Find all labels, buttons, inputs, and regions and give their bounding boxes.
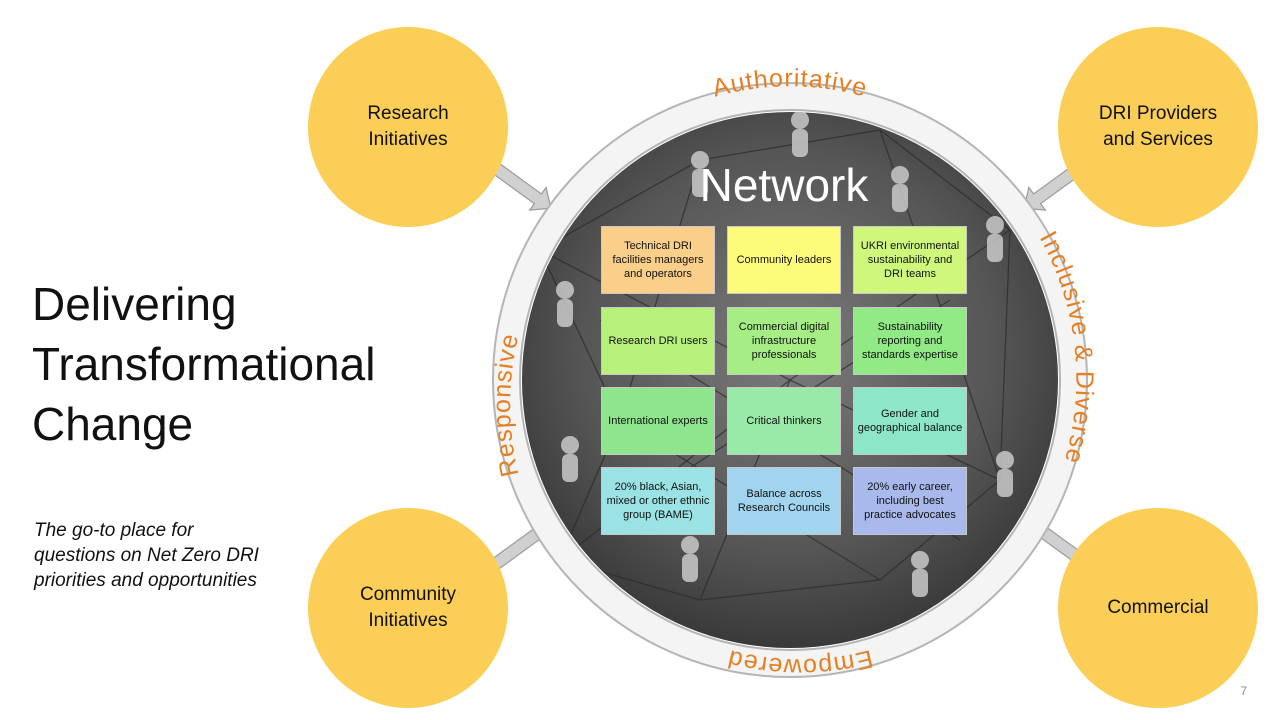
network-cell: Research DRI users bbox=[601, 307, 715, 375]
node-label-research: Research Initiatives bbox=[367, 103, 449, 150]
node-dri-providers: DRI Providers and Services bbox=[1058, 27, 1258, 227]
network-cell: 20% black, Asian, mixed or other ethnic … bbox=[601, 467, 715, 535]
node-label-community: Community Initiatives bbox=[359, 584, 457, 631]
node-label-commercial: Commercial bbox=[1107, 597, 1209, 618]
page-number: 7 bbox=[1240, 684, 1247, 698]
title-line-2: Transformational bbox=[32, 338, 376, 390]
network-cell: Sustainability reporting and standards e… bbox=[853, 307, 967, 375]
title-line-3: Change bbox=[32, 398, 194, 450]
network-cell: Technical DRI facilities managers and op… bbox=[601, 226, 715, 294]
network-cell: Commercial digital infrastructure profes… bbox=[727, 307, 841, 375]
node-commercial: Commercial bbox=[1058, 508, 1258, 708]
node-label-providers: DRI Providers and Services bbox=[1098, 103, 1218, 150]
title-line-1: Delivering bbox=[32, 278, 237, 330]
network-cell: 20% early career, including best practic… bbox=[853, 467, 967, 535]
slide-subtitle: The go-to place for questions on Net Zer… bbox=[34, 520, 259, 591]
network-cell: Critical thinkers bbox=[727, 387, 841, 455]
network-cell: Community leaders bbox=[727, 226, 841, 294]
network-cell: Gender and geographical balance bbox=[853, 387, 967, 455]
network-cell: UKRI environmental sustainability and DR… bbox=[853, 226, 967, 294]
network-title: Network bbox=[699, 159, 869, 211]
network-cell: Balance across Research Councils bbox=[727, 467, 841, 535]
node-research-initiatives: Research Initiatives bbox=[308, 27, 508, 227]
node-community-initiatives: Community Initiatives bbox=[308, 508, 508, 708]
network-cell: International experts bbox=[601, 387, 715, 455]
network-background bbox=[522, 112, 1058, 648]
slide-title: Delivering Transformational Change bbox=[32, 274, 472, 454]
